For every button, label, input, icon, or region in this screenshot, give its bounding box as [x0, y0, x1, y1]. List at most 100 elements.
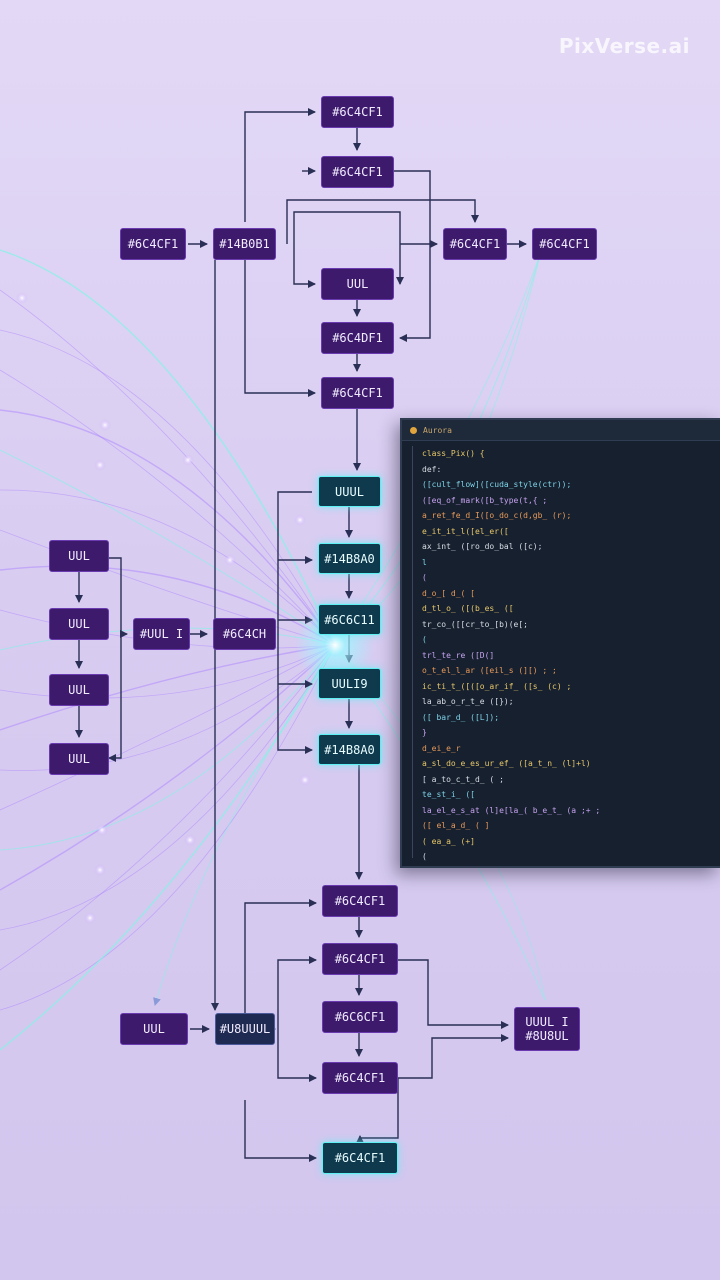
code-line: la_el_e_s_at (l]e[la_( b_e_t_ (a ;+ ;: [422, 805, 601, 815]
light-beam: [0, 644, 336, 891]
light-beam: [153, 644, 336, 1006]
code-line: e_it_it_l([el_er([: [422, 526, 509, 536]
code-line: trl_te_re ([D(]: [422, 650, 495, 660]
code-line: }: [422, 728, 427, 737]
flow-node: #U8UUUL: [215, 1013, 275, 1045]
node-label: UUL: [68, 549, 90, 563]
sparkle-dot: [99, 419, 111, 431]
node-label: #6C6CF1: [334, 1010, 386, 1024]
code-gutter: [412, 446, 413, 858]
connector-arrow: [277, 956, 317, 1030]
node-label: #6C4CF1: [334, 952, 386, 966]
node-label: #14B8A0: [324, 551, 375, 566]
node-label: #6C4CF1: [332, 105, 383, 119]
code-line: a_ret_fe_d_I([o_do_c(d,gb_ (r);: [422, 511, 572, 520]
code-line: ic_ti_t_([([o_ar_if_ ([s_ (c) ;: [422, 681, 572, 691]
code-line: class_Pix() {: [422, 449, 485, 458]
code-line: (: [422, 573, 427, 582]
light-beam: [0, 644, 336, 731]
flow-node: #UUL I: [133, 618, 190, 650]
light-beam: [0, 565, 336, 646]
code-line: la_ab_o_r_t_e ([});: [422, 697, 514, 706]
light-beam: [0, 644, 336, 771]
connector-arrow: [277, 491, 313, 754]
node-label: #6C4DF1: [332, 331, 383, 345]
flow-node: #14B8A0: [318, 734, 381, 765]
connector-arrow: [286, 199, 479, 244]
sparkle-dot: [184, 834, 196, 846]
connector-arrow: [398, 959, 509, 1029]
flow-node: #6C4CF1: [322, 1062, 398, 1094]
light-beam: [0, 644, 336, 1011]
sparkle-dot: [84, 912, 96, 924]
light-beam: [0, 644, 336, 851]
node-label: #6C4CF1: [449, 237, 501, 251]
flow-node: UULI9: [318, 668, 381, 699]
connector-arrow: [108, 557, 122, 762]
sparkle-dot: [299, 774, 311, 786]
light-beam: [0, 644, 336, 971]
node-label: #6C4CF1: [127, 237, 179, 251]
node-label: UUL: [68, 683, 90, 697]
light-beam: [0, 409, 336, 646]
code-line: l: [422, 557, 427, 567]
flow-node: UUL: [49, 540, 109, 572]
sparkle-dot: [94, 459, 106, 471]
code-line: d_o_[ d_( [: [422, 588, 475, 598]
node-label: UULI9: [331, 676, 368, 691]
flow-node: #6C4CF1: [443, 228, 507, 260]
light-beam: [0, 449, 336, 646]
node-label: UUUL: [335, 484, 364, 499]
node-label: #6C4CH: [222, 627, 267, 641]
code-line: [ a_to_c_t_d_ ( ;: [422, 774, 504, 784]
flow-node: #6C4CF1: [322, 943, 398, 975]
connector-arrow: [356, 1078, 399, 1143]
code-line: tr_co_([[cr_to_[b)(e[;: [422, 619, 528, 629]
connector-arrow: [277, 1030, 317, 1082]
code-line: (: [422, 635, 427, 644]
connector-arrow: [398, 1034, 509, 1079]
flow-node: UUUL I#8U8UL: [514, 1007, 580, 1051]
node-label: #6C4CF1: [332, 386, 383, 400]
sparkle-dot: [294, 514, 306, 526]
node-label: #6C4CF1: [332, 165, 383, 179]
code-editor-window: Aurora class_Pix() { def: ([cult_flow]([…: [400, 418, 720, 868]
connector-arrow: [394, 170, 431, 342]
flow-node: #6C4CF1: [321, 377, 394, 409]
flow-node: #6C4DF1: [321, 322, 394, 354]
connector-arrow: [244, 1100, 317, 1162]
connector-arrow: [293, 244, 316, 288]
flow-node: #6C4CH: [213, 618, 276, 650]
flow-node: #6C6CF1: [322, 1001, 398, 1033]
window-dot-icon: [410, 426, 417, 434]
node-label: #UUL I: [139, 627, 184, 641]
node-label: #6C4CF1: [334, 894, 386, 908]
code-line: def:: [422, 464, 442, 474]
code-line: d_tl_o_ ([(b_es_ ([: [422, 604, 514, 613]
flow-node: #6C4CF1: [322, 885, 398, 917]
light-beam: [0, 249, 336, 646]
flow-node: #14B0B1: [213, 228, 276, 260]
light-beam: [0, 644, 336, 811]
node-label: #6C6C11: [324, 612, 375, 627]
flow-node: #6C4CF1: [322, 1142, 398, 1174]
connector-arrow: [244, 899, 317, 1030]
flow-node: #6C4CF1: [321, 96, 394, 128]
flow-node: UUL: [49, 743, 109, 775]
light-beam: [0, 369, 336, 646]
light-beam: [0, 529, 336, 646]
node-label: #14B8A0: [324, 742, 375, 757]
node-label: #U8UUUL: [219, 1022, 271, 1036]
node-label: UUUL I: [525, 1015, 569, 1029]
flow-node: UUL: [120, 1013, 188, 1045]
code-line: d_ei_e_r: [422, 743, 461, 753]
code-titlebar: Aurora: [402, 420, 720, 441]
connector-arrow: [244, 108, 316, 222]
flow-node: #6C4CF1: [532, 228, 597, 260]
code-lines: class_Pix() { def: ([cult_flow]([cuda_st…: [422, 446, 720, 866]
node-label: UUL: [143, 1022, 165, 1036]
node-label: #14B0B1: [219, 237, 270, 251]
code-line: ([eq_of_mark([b_type(t,{ ;: [422, 495, 548, 505]
light-beam: [0, 329, 336, 646]
code-line: ([cult_flow]([cuda_style(ctr));: [422, 480, 572, 489]
